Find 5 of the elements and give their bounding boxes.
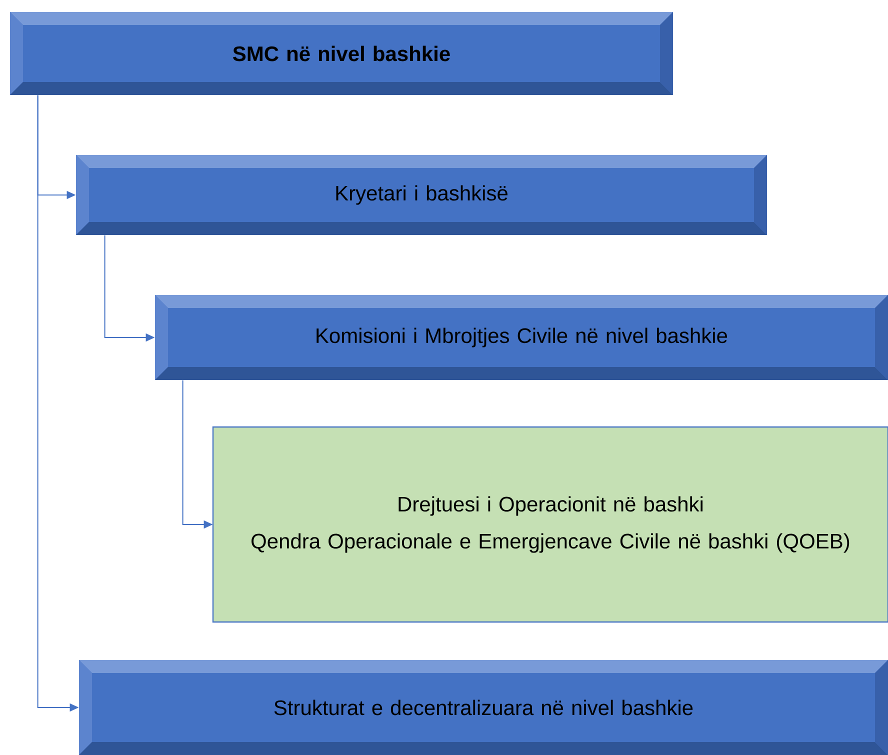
process-box: Komisioni i Mbrojtjes Civile në nivel bashkie <box>155 295 888 380</box>
process-box: Kryetari i bashkisë <box>76 155 767 235</box>
process-box: Strukturat e decentralizuara në nivel bashkie <box>79 660 888 755</box>
highlight-box: Drejtuesi i Operacionit në bashki Qendra Operacionale e Emergjencave Civile në bashki (QOEB) <box>212 426 888 623</box>
process-box: SMC në nivel bashkie <box>10 12 673 95</box>
